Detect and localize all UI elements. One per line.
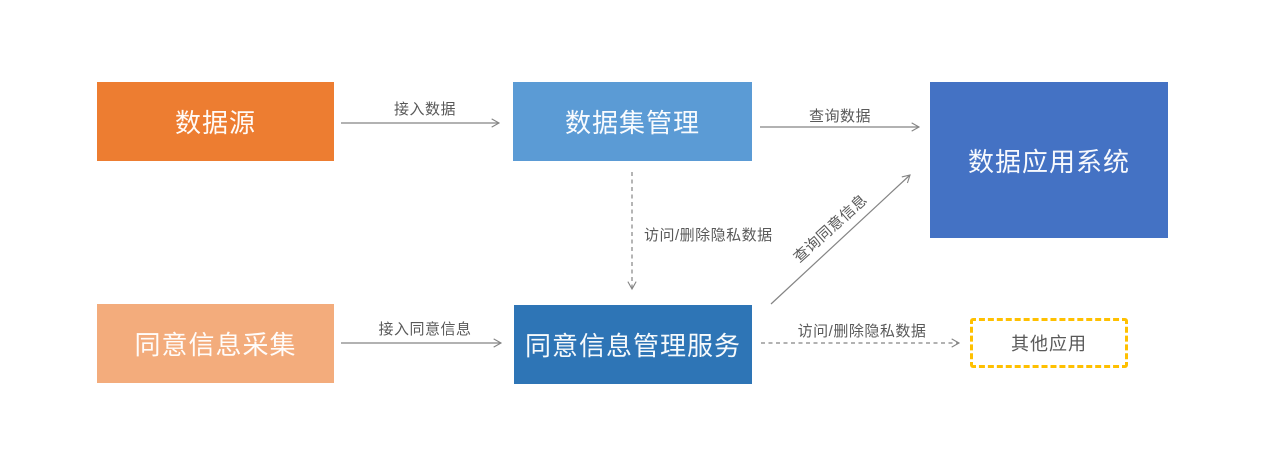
node-consent-collection: 同意信息采集 <box>97 304 334 383</box>
node-other-applications: 其他应用 <box>970 318 1128 368</box>
edge-label-access-data: 接入数据 <box>393 101 457 118</box>
node-dataset-management: 数据集管理 <box>513 82 752 161</box>
edge-label-query-consent-info: 查询同意信息 <box>790 191 871 267</box>
edge-label-access-consent-info: 接入同意信息 <box>378 321 472 338</box>
node-consent-management-service: 同意信息管理服务 <box>514 305 752 384</box>
node-data-application-system: 数据应用系统 <box>930 82 1168 238</box>
edge-label-query-data: 查询数据 <box>808 108 872 125</box>
edge-label-access-delete-private-data-down: 访问/删除隐私数据 <box>644 227 773 244</box>
node-data-source: 数据源 <box>97 82 334 161</box>
edge-query-consent-info-line <box>770 174 911 305</box>
edge-label-access-delete-private-data-right: 访问/删除隐私数据 <box>797 323 927 340</box>
